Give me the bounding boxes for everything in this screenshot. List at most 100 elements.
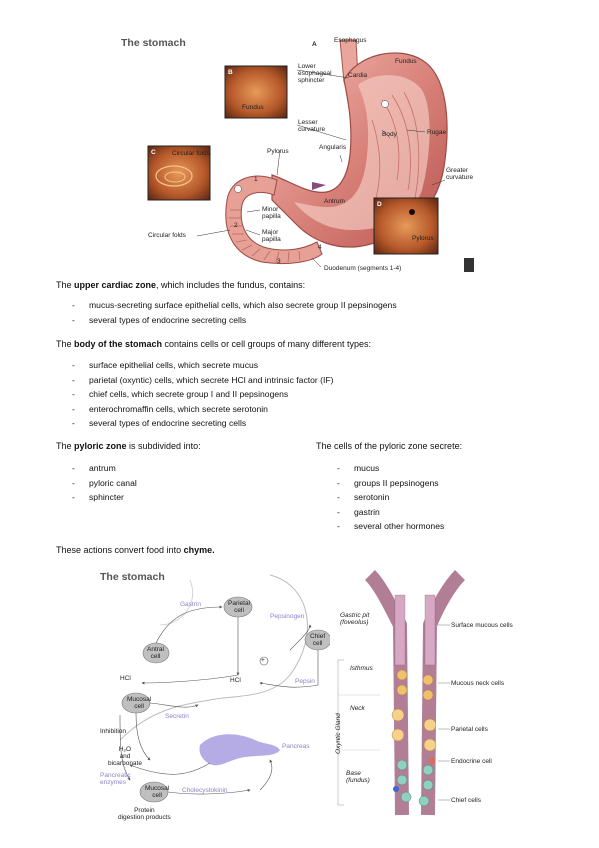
term-pyloric-zone: pyloric zone <box>74 441 127 451</box>
label-pancreas: Pancreas <box>282 743 310 750</box>
antrum-arrow <box>312 182 326 190</box>
list-item: mucus <box>321 463 444 478</box>
list-item: several types of endocrine secreting cel… <box>56 315 397 330</box>
inset-c-text: Circular folds <box>172 150 210 157</box>
secretion-diagram-drawing <box>119 574 332 803</box>
label-pepsinogen: Pepsinogen <box>270 613 305 620</box>
inset-b-letter: B <box>228 69 233 76</box>
label-parietal-cells: Parietal cells <box>451 726 488 733</box>
label-mucosal-cell-2: Mucosal cell <box>145 785 170 800</box>
label-circular-folds: Circular folds <box>148 232 186 239</box>
label-chief-cells: Chief cells <box>451 797 481 804</box>
label-neck: Neck <box>350 705 365 712</box>
label-hcl-1: HCl <box>120 675 131 682</box>
label-angularis: Angularis <box>319 144 347 151</box>
list-item: several other hormones <box>321 521 444 536</box>
plus-marker <box>259 656 269 666</box>
segment-4: 4 <box>318 244 322 251</box>
segment-1: 1 <box>254 176 258 183</box>
label-fundus: Fundus <box>395 58 417 65</box>
label-mucosal-cell-1: Mucosal cell <box>127 696 152 711</box>
term-chyme: chyme. <box>183 545 215 555</box>
paragraph-pyloric-secretions: The cells of the pyloric zone secrete: <box>316 441 463 451</box>
duodenum-shape <box>225 175 323 265</box>
list-item: groups II pepsinogens <box>321 478 444 493</box>
stomach-anatomy-figure: The stomach <box>112 30 487 278</box>
term-body-of-stomach: body of the stomach <box>74 339 163 349</box>
list-pyloric-secretions: mucus groups II pepsinogens serotonin ga… <box>321 463 444 536</box>
list-item: surface epithelial cells, which secrete … <box>56 360 334 375</box>
list-body: surface epithelial cells, which secrete … <box>56 360 334 433</box>
list-item: gastrin <box>321 507 444 522</box>
list-pyloric-subdivisions: antrum pyloric canal sphincter <box>56 463 137 507</box>
paragraph-body: The body of the stomach contains cells o… <box>56 339 371 349</box>
label-greater-curvature: Greater curvature <box>446 167 474 182</box>
paragraph-pyloric: The pyloric zone is subdivided into: <box>56 441 201 451</box>
label-lower-esophageal-sphincter: Lower esophageal sphincter <box>298 63 332 85</box>
figure1-title: The stomach <box>121 37 186 49</box>
label-minor-papilla: Minor papilla <box>262 206 281 221</box>
inset-b-text: Fundus <box>242 104 264 111</box>
paragraph-chyme: These actions convert food into chyme. <box>56 545 215 555</box>
term-upper-cardiac-zone: upper cardiac zone <box>74 280 157 290</box>
label-antral-cell: Antral cell <box>147 646 164 661</box>
inset-c-letter: C <box>151 149 156 156</box>
list-item: pyloric canal <box>56 478 137 493</box>
segment-2: 2 <box>234 222 238 229</box>
label-secretin: Secretin <box>165 713 189 720</box>
circular-folds-pattern <box>155 165 193 187</box>
list-item: several types of endocrine secreting cel… <box>56 418 334 433</box>
inset-d-letter: D <box>377 201 382 208</box>
label-plus: + <box>261 657 265 664</box>
list-item: parietal (oxyntic) cells, which secrete … <box>56 375 334 390</box>
label-body: Body <box>382 131 397 138</box>
label-oxyntic-gland: Oxyntic Gland <box>334 713 342 754</box>
segment-3: 3 <box>277 258 281 265</box>
label-pepsin: Pepsin <box>295 678 315 685</box>
list-item: mucus-secreting surface epithelial cells… <box>56 300 397 315</box>
publisher-logo <box>464 258 474 272</box>
label-pylorus: Pylorus <box>267 148 289 155</box>
label-major-papilla: Major papilla <box>262 229 281 244</box>
parietal-cells <box>391 708 437 752</box>
label-pointers <box>196 69 446 268</box>
label-antrum: Antrum <box>324 198 345 205</box>
label-protein-digestion: Protein digestion products <box>118 807 171 822</box>
label-rugae: Rugae <box>427 129 447 136</box>
inset-d-photo <box>373 197 439 255</box>
paragraph-upper-cardiac: The upper cardiac zone, which includes t… <box>56 280 306 290</box>
stomach-outline <box>119 574 308 741</box>
label-cholecystokinin: Cholecystokinin <box>182 787 228 794</box>
list-item: sphincter <box>56 492 137 507</box>
inset-b-photo <box>224 65 288 119</box>
label-chief-cell: Chief cell <box>310 633 326 648</box>
inset-d-text: Pylorus <box>412 235 434 242</box>
list-item: antrum <box>56 463 137 478</box>
label-mucous-neck-cells: Mucous neck cells <box>451 680 505 687</box>
label-endocrine-cell: Endocrine cell <box>451 758 492 765</box>
label-base-fundus: Base (fundus) <box>346 770 370 785</box>
endocrine-cell <box>429 758 435 764</box>
marker-c <box>234 185 242 193</box>
duodenum-folds <box>229 209 301 263</box>
label-gastric-pit: Gastric pit (foveolus) <box>340 612 370 627</box>
label-hcl-2: HCl <box>230 677 241 684</box>
chief-cells <box>396 759 434 807</box>
list-item: serotonin <box>321 492 444 507</box>
list-item: chief cells, which secrete group I and I… <box>56 389 334 404</box>
pancreas-shape <box>199 734 280 766</box>
gland-lumen <box>410 625 420 815</box>
label-h2o-bicarbonate: H₂O and bicarbonate <box>108 746 142 768</box>
label-isthmus: Isthmus <box>350 665 373 672</box>
label-a: A <box>312 41 317 48</box>
label-inhibition: Inhibition <box>100 728 127 735</box>
label-gastrin: Gastrin <box>180 601 201 608</box>
list-upper-cardiac: mucus-secreting surface epithelial cells… <box>56 300 397 329</box>
gastric-gland-figure: Gastric pit (foveolus) Surface mucous ce… <box>330 565 530 830</box>
label-pancreatic-enzymes: Pancreatic enzymes <box>100 772 131 787</box>
label-surface-mucous-cells: Surface mucous cells <box>451 622 513 629</box>
list-item: enterochromaffin cells, which secrete se… <box>56 404 334 419</box>
inset-c-photo <box>147 145 211 201</box>
marker-b <box>381 100 389 108</box>
label-esophagus: Esophagus <box>334 37 367 44</box>
